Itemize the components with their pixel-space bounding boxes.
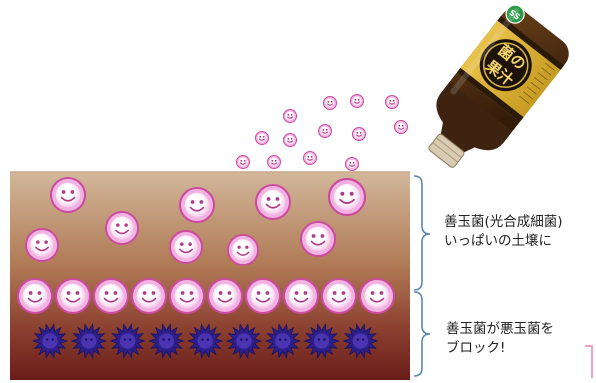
bad-microbe [186, 323, 224, 359]
caption-lower-line2: ブロック! [446, 340, 506, 356]
good-microbe-row [244, 277, 282, 315]
falling-microbe [323, 96, 337, 110]
falling-microbe [283, 133, 297, 147]
bottle-illustration: 菌の 果汁 SS [428, 4, 569, 168]
bracket-upper [413, 175, 431, 291]
falling-microbe [385, 95, 399, 109]
good-microbe [227, 234, 259, 266]
good-microbe [25, 228, 59, 262]
bad-microbe [70, 323, 108, 359]
caption-upper-line1: 善玉菌(光合成細菌) [444, 214, 563, 230]
corner-decoration [585, 345, 593, 378]
good-microbe-row [320, 277, 358, 315]
caption-upper-line2: いっぱいの土壌に [444, 233, 552, 249]
microbe-layer [16, 94, 408, 359]
falling-microbe [267, 155, 281, 169]
good-microbe-row [206, 277, 244, 315]
good-microbe [169, 230, 203, 264]
caption-block-bad-microbe: 善玉菌が悪玉菌を ブロック! [446, 320, 554, 358]
good-microbe [49, 176, 87, 214]
bad-microbe [148, 323, 185, 359]
good-microbe-row [358, 277, 396, 315]
falling-microbe [283, 109, 297, 123]
falling-microbe [394, 120, 408, 134]
bracket-lower [413, 291, 431, 377]
falling-microbe [318, 124, 332, 138]
falling-microbe [255, 131, 269, 145]
bad-microbe [225, 323, 263, 359]
good-microbe-row [282, 277, 320, 315]
good-microbe [327, 177, 367, 217]
bad-microbe [264, 323, 302, 359]
good-microbe-row [130, 277, 168, 315]
good-microbe-row [92, 277, 130, 315]
good-microbe-row [16, 277, 54, 315]
falling-microbe [350, 94, 364, 108]
good-microbe-row [168, 277, 206, 315]
good-microbe-row [54, 277, 92, 315]
falling-microbe [303, 151, 317, 165]
bad-microbe [31, 323, 69, 359]
good-microbe [178, 186, 216, 224]
good-microbe [254, 183, 292, 221]
caption-good-microbe-soil: 善玉菌(光合成細菌) いっぱいの土壌に [444, 213, 563, 251]
bad-microbe [342, 323, 379, 359]
falling-microbe [345, 157, 359, 171]
bad-microbe [109, 323, 146, 359]
caption-lower-line1: 善玉菌が悪玉菌を [446, 321, 554, 337]
falling-microbe [236, 155, 250, 169]
falling-microbe [352, 127, 366, 141]
good-microbe [105, 211, 139, 245]
bad-microbe [303, 323, 340, 359]
good-microbe [299, 220, 337, 258]
